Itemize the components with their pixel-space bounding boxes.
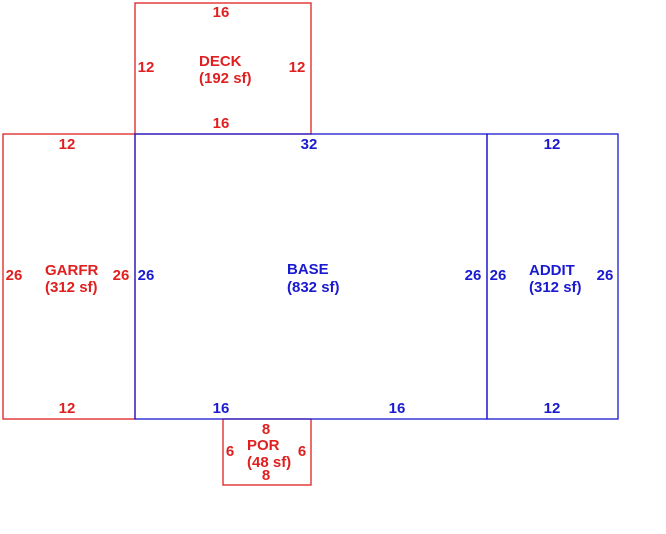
deck-right-dimension: 12	[289, 59, 306, 76]
garfr-label: GARFR	[45, 262, 98, 279]
addit-outline	[486, 133, 619, 420]
addit-top-dimension: 12	[544, 136, 561, 153]
addit-label: ADDIT	[529, 262, 575, 279]
por-top-dimension: 8	[262, 421, 270, 438]
por-label: POR	[247, 437, 280, 454]
addit-right-dimension: 26	[597, 267, 614, 284]
por-left-dimension: 6	[226, 443, 234, 460]
base-bottom-left-dimension: 16	[213, 400, 230, 417]
por-right-dimension: 6	[298, 443, 306, 460]
addit-left-dimension: 26	[490, 267, 507, 284]
base-bottom-right-dimension: 16	[389, 400, 406, 417]
garfr-left-dimension: 26	[6, 267, 23, 284]
deck-top-dimension: 16	[213, 4, 230, 21]
garfr-top-dimension: 12	[59, 136, 76, 153]
deck-label: DECK	[199, 53, 242, 70]
garfr-bottom-dimension: 12	[59, 400, 76, 417]
base-area: (832 sf)	[287, 279, 340, 296]
deck-left-dimension: 12	[138, 59, 155, 76]
addit-bottom-dimension: 12	[544, 400, 561, 417]
garfr-area: (312 sf)	[45, 279, 98, 296]
base-label: BASE	[287, 261, 329, 278]
deck-bottom-dimension: 16	[213, 115, 230, 132]
deck-area: (192 sf)	[199, 70, 252, 87]
garfr-right-dimension: 26	[113, 267, 130, 284]
base-left-dimension: 26	[138, 267, 155, 284]
addit-area: (312 sf)	[529, 279, 582, 296]
base-right-dimension: 26	[465, 267, 482, 284]
por-area: (48 sf)	[247, 454, 291, 471]
base-top-dimension: 32	[301, 136, 318, 153]
por-bottom-dimension: 8	[262, 467, 270, 484]
